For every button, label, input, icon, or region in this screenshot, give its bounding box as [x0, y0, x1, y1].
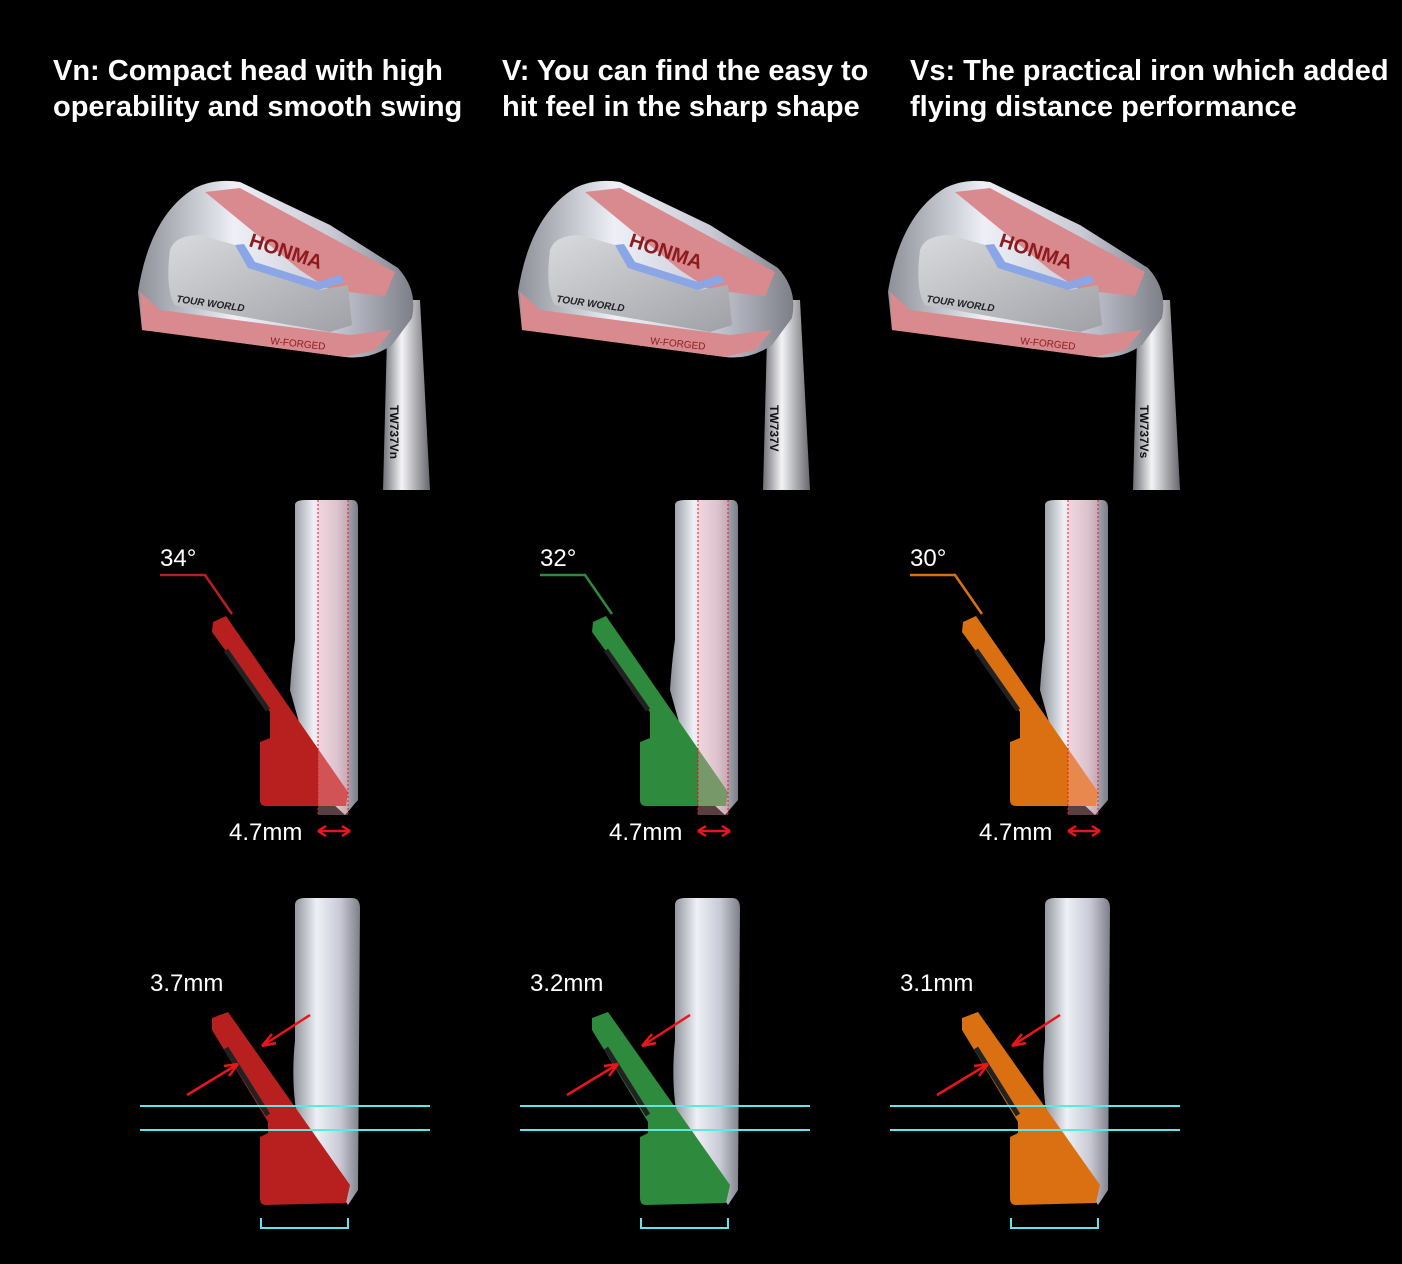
blue-accent — [615, 244, 725, 290]
pink-top-band — [205, 188, 395, 296]
shaft — [763, 300, 810, 490]
hosel — [293, 898, 360, 1205]
column-title-vs: Vs: The practical iron which added flyin… — [910, 53, 1389, 125]
title-line-1: Vs: The practical iron which added — [910, 55, 1389, 87]
column-title-v: V: You can find the easy to hit feel in … — [502, 53, 868, 125]
sole-width-bracket — [1010, 1218, 1099, 1229]
sole-width-bracket — [260, 1218, 349, 1229]
face-insert — [168, 235, 352, 332]
title-line-2: flying distance performance — [910, 91, 1297, 123]
clubhead-profile — [212, 616, 348, 806]
offset-band — [1068, 500, 1098, 815]
double-arrow-icon — [317, 824, 351, 838]
title-line-1: V: You can find the easy to — [502, 55, 869, 87]
cavity-line — [223, 648, 271, 712]
clubhead-profile — [962, 1012, 1100, 1205]
pink-sole-band — [890, 292, 1142, 357]
clubhead-profile — [962, 616, 1098, 806]
shaft-model-text: TW737Vs — [1137, 405, 1151, 459]
face-insert — [548, 235, 732, 332]
double-arrow-icon — [697, 824, 731, 838]
cavity-line — [603, 1046, 651, 1117]
arrow-icon — [261, 1013, 311, 1048]
double-arrow-icon — [1067, 824, 1101, 838]
thickness-cross-section: 3.1mm — [890, 898, 1180, 1229]
clubhead-profile — [212, 1012, 350, 1205]
face-insert — [918, 235, 1102, 332]
arrow-icon — [1011, 1013, 1061, 1048]
blue-accent — [235, 244, 345, 290]
arrow-icon — [566, 1062, 619, 1097]
loft-label: 34° — [160, 545, 196, 572]
hosel — [673, 898, 740, 1205]
loft-label: 30° — [910, 545, 946, 572]
arrow-icon — [641, 1013, 691, 1048]
pink-sole-band — [140, 292, 392, 357]
column-title-vn: Vn: Compact head with high operability a… — [53, 53, 462, 125]
offset-band — [318, 500, 348, 815]
cavity-line — [223, 1046, 271, 1117]
cavity-line — [973, 648, 1021, 712]
loft-leader-line — [160, 573, 234, 615]
thickness-cross-section: 3.7mm — [140, 898, 430, 1229]
thickness-cross-section: 3.2mm — [520, 898, 810, 1229]
offset-band — [698, 500, 728, 815]
thickness-label: 3.2mm — [530, 970, 603, 997]
cavity-line — [603, 648, 651, 712]
shaft — [1133, 300, 1180, 490]
cavity-line — [973, 1046, 1021, 1117]
clubhead-profile — [592, 616, 728, 806]
loft-cross-section: 34° 4.7mm — [160, 500, 358, 846]
loft-cross-section: 32° 4.7mm — [540, 500, 738, 846]
arrow-icon — [186, 1062, 239, 1097]
title-line-2: hit feel in the sharp shape — [502, 91, 860, 123]
loft-leader-line — [910, 573, 984, 615]
pink-top-band — [955, 188, 1145, 296]
shaft-model-text: TW737Vn — [387, 405, 401, 459]
shaft-model-text: TW737V — [767, 405, 781, 452]
hosel — [1043, 898, 1110, 1205]
title-line-2: operability and smooth swing — [53, 91, 463, 123]
loft-label: 32° — [540, 545, 576, 572]
thickness-label: 3.7mm — [150, 970, 223, 997]
loft-leader-line — [540, 573, 614, 615]
blue-accent — [985, 244, 1095, 290]
offset-label: 4.7mm — [229, 819, 302, 846]
offset-label: 4.7mm — [979, 819, 1052, 846]
thickness-label: 3.1mm — [900, 970, 973, 997]
clubhead-profile — [592, 1012, 730, 1205]
shaft — [383, 300, 430, 490]
pink-top-band — [585, 188, 775, 296]
sole-width-bracket — [640, 1218, 729, 1229]
offset-label: 4.7mm — [609, 819, 682, 846]
loft-cross-section: 30° 4.7mm — [910, 500, 1108, 846]
pink-sole-band — [520, 292, 772, 357]
title-line-1: Vn: Compact head with high — [53, 55, 443, 87]
arrow-icon — [936, 1062, 989, 1097]
